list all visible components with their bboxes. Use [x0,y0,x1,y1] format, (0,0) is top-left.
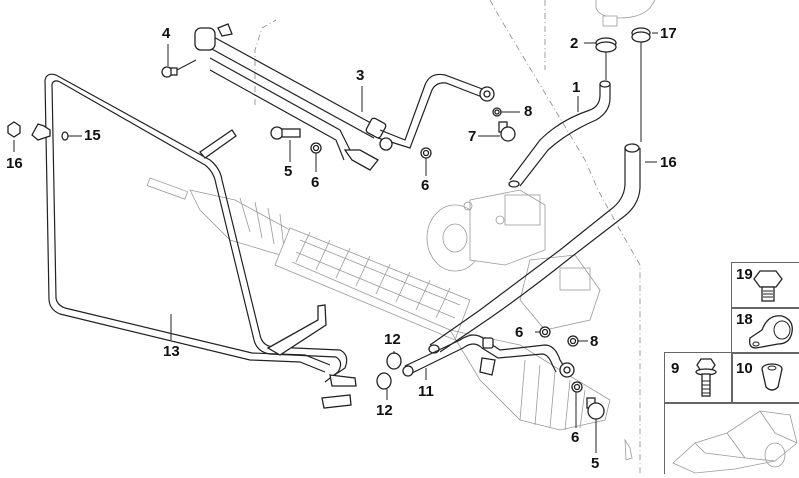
callout-1[interactable]: 1 [572,79,581,96]
callout-5-top[interactable]: 5 [284,163,293,180]
expansion-hose-3 [194,23,495,171]
legend-box-9[interactable]: 9 [664,352,733,404]
section-lines [254,0,641,473]
rubber-mount-icon [761,363,783,391]
small-parts [7,27,651,461]
callout-6-c[interactable]: 6 [515,324,524,341]
flange-bolt-icon [695,358,717,397]
legend-number-10: 10 [736,360,753,377]
reservoir [595,0,656,27]
power-steering-pump [426,189,546,272]
callout-12-bottom[interactable]: 12 [376,402,393,419]
callout-8-bottom[interactable]: 8 [590,333,599,350]
legend-box-19[interactable]: 19 [731,262,799,309]
callout-16[interactable]: 16 [660,154,677,171]
steering-rack [146,177,611,431]
callout-17[interactable]: 17 [660,25,677,42]
callout-15[interactable]: 16 [6,155,23,172]
callout-11[interactable]: 11 [418,383,434,400]
callout-2[interactable]: 2 [570,35,579,52]
return-pipe-11 [402,334,575,378]
vehicle-reference-box [664,402,799,474]
leader-lines [13,32,658,453]
cooling-coil-13 [31,73,357,409]
legend-box-10[interactable]: 10 [731,352,799,404]
callout-6-b[interactable]: 6 [421,177,430,194]
hex-bolt-icon [753,270,783,302]
callout-6-a[interactable]: 6 [311,174,320,191]
legend-number-19: 19 [736,266,753,283]
suction-hose-1 [508,80,611,188]
callout-4[interactable]: 4 [162,25,171,42]
car-outline-icon [672,410,798,474]
callout-6-d[interactable]: 6 [571,429,580,446]
legend-number-9: 9 [671,360,680,377]
legend-number-18: 18 [736,311,753,328]
callout-8-top[interactable]: 8 [524,103,533,120]
callout-13[interactable]: 13 [163,343,180,360]
callout-5-bottom[interactable]: 5 [591,455,600,472]
legend-box-18[interactable]: 18 [731,307,799,354]
callout-14[interactable]: 15 [84,127,101,144]
return-hose-16 [428,143,641,354]
callout-3[interactable]: 3 [356,67,365,84]
pipe-clip-icon [748,315,793,349]
callout-12-top[interactable]: 12 [384,331,401,348]
callout-7[interactable]: 7 [468,128,477,145]
